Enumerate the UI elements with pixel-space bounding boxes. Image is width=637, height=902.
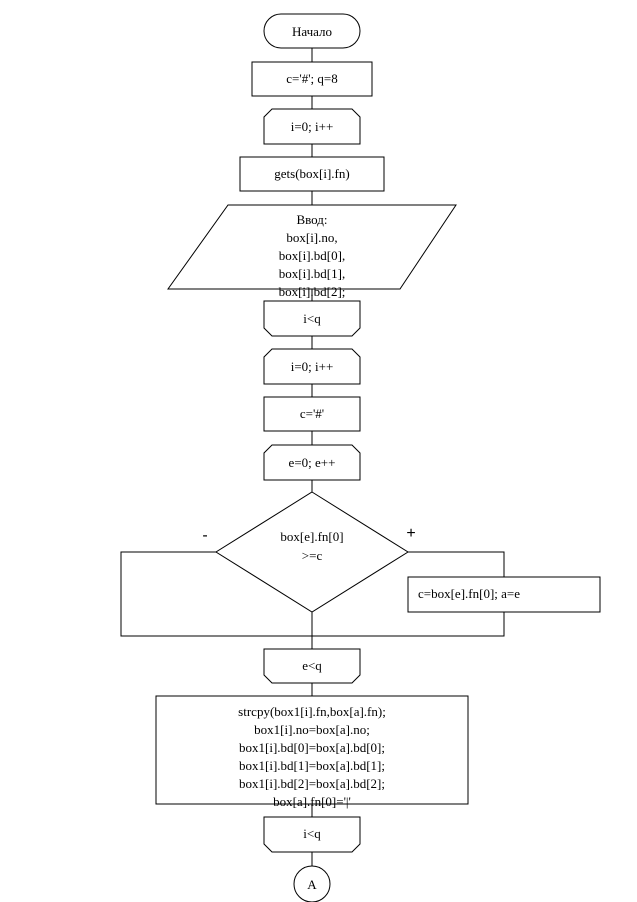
loop2-end-block: i<q [263, 816, 361, 853]
init-process: c='#'; q=8 [251, 61, 373, 97]
loop3-end-block: e<q [263, 648, 361, 684]
copy-line: box1[i].bd[2]=box[a].bd[2]; [239, 776, 385, 791]
gets-process: gets(box[i].fn) [239, 156, 385, 192]
input-line: box[i].no, [286, 230, 337, 245]
input-line: Ввод: [296, 212, 327, 227]
condition-line: box[e].fn[0] [280, 529, 343, 544]
copy-line: strcpy(box1[i].fn,box[a].fn); [238, 704, 386, 719]
loop1-end-label: i<q [303, 311, 321, 326]
loop3-begin-block: e=0; e++ [263, 444, 361, 481]
copy-process: strcpy(box1[i].fn,box[a].fn); box1[i].no… [155, 695, 469, 809]
yes-action-label: c=box[e].fn[0]; a=e [418, 586, 520, 601]
loop3-begin-label: e=0; e++ [289, 455, 336, 470]
condition-decision: box[e].fn[0] >=c [215, 491, 409, 613]
loop2-end-label: i<q [303, 826, 321, 841]
no-branch-label: - [202, 527, 207, 544]
copy-line: box1[i].bd[1]=box[a].bd[1]; [239, 758, 385, 773]
loop2-begin-block: i=0; i++ [263, 348, 361, 385]
loop3-end-label: e<q [302, 658, 322, 673]
copy-line: box[a].fn[0]='|' [273, 794, 351, 809]
start-label: Начало [292, 24, 332, 39]
yes-action-process: c=box[e].fn[0]; a=e [407, 576, 601, 613]
copy-line: box1[i].no=box[a].no; [254, 722, 370, 737]
gets-label: gets(box[i].fn) [274, 166, 349, 181]
condition-line: >=c [302, 548, 323, 563]
connector-lines [120, 48, 505, 866]
input-line: box[i].bd[0], [279, 248, 345, 263]
input-line: box[i].bd[1], [279, 266, 345, 281]
start-terminator: Начало [263, 13, 361, 49]
loop2-begin-label: i=0; i++ [291, 359, 334, 374]
input-line: box[i].bd[2]; [279, 284, 346, 299]
yes-branch-label: + [406, 525, 415, 542]
assign-c-label: c='#' [300, 406, 324, 421]
init-label: c='#'; q=8 [286, 71, 337, 86]
copy-line: box1[i].bd[0]=box[a].bd[0]; [239, 740, 385, 755]
loop1-end-block: i<q [263, 300, 361, 337]
loop1-begin-block: i=0; i++ [263, 108, 361, 145]
connector-label: A [307, 877, 317, 892]
loop1-begin-label: i=0; i++ [291, 119, 334, 134]
page-connector: A [293, 865, 331, 902]
input-block: Ввод: box[i].no, box[i].bd[0], box[i].bd… [167, 204, 457, 299]
assign-c-process: c='#' [263, 396, 361, 432]
